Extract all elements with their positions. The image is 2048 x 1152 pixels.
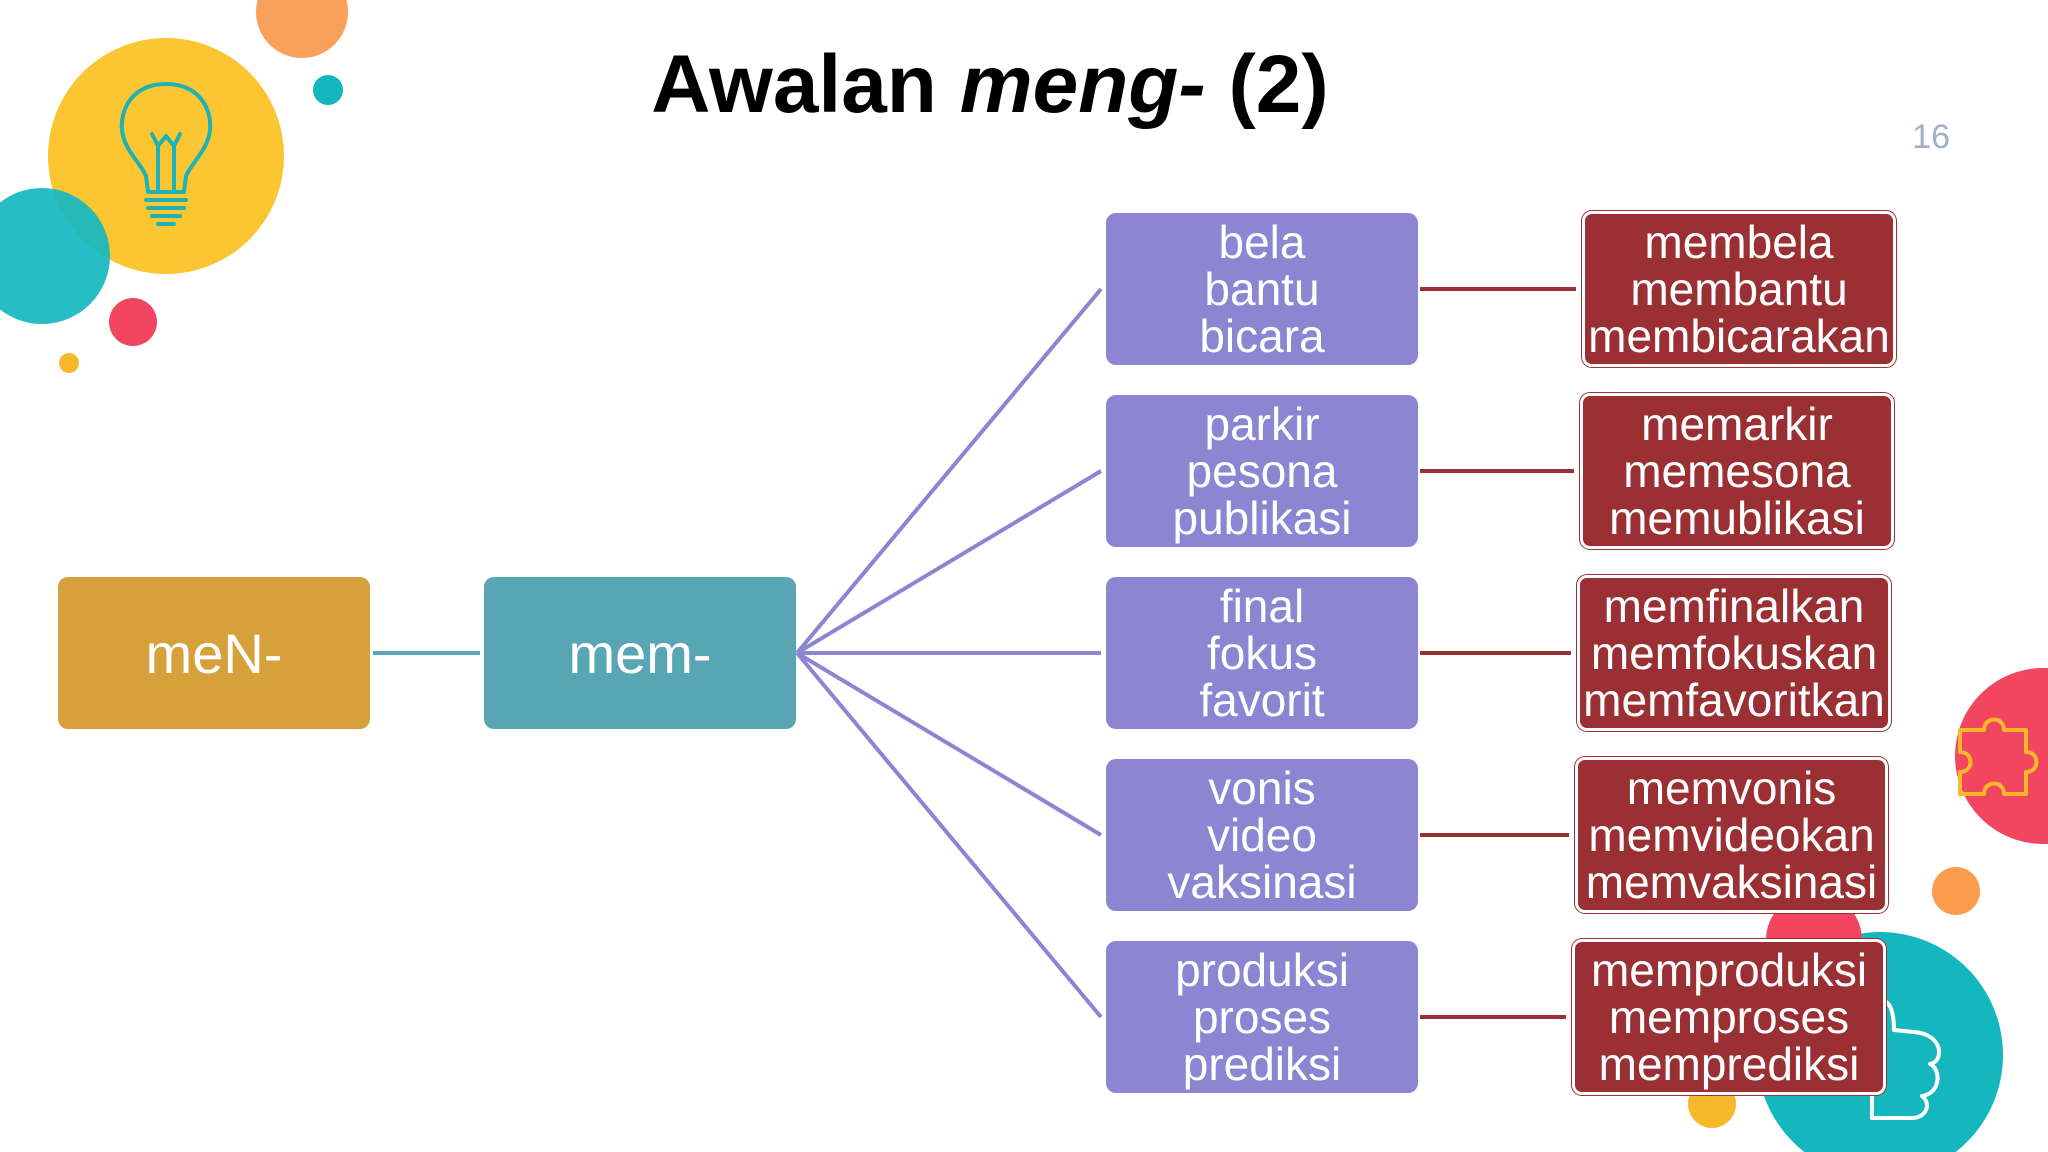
- base-word: fokus: [1207, 626, 1317, 679]
- base-word: bicara: [1199, 309, 1325, 362]
- derived-word: membela: [1644, 215, 1834, 268]
- derived-word: memublikasi: [1609, 491, 1865, 544]
- derived-word: memvideokan: [1588, 808, 1875, 861]
- pink-circle-right: [1955, 668, 2048, 844]
- base-word: produksi: [1175, 943, 1349, 996]
- connector-allomorph-to-base: [795, 651, 1103, 1019]
- derived-word: membicarakan: [1588, 309, 1890, 362]
- derived-word: memproduksi: [1590, 943, 1868, 996]
- base-word: vonis: [1208, 761, 1316, 814]
- base-word: bantu: [1204, 262, 1320, 315]
- base-word: favorit: [1199, 673, 1325, 726]
- base-word: bela: [1218, 215, 1306, 268]
- derived-word: memfavoritkan: [1583, 673, 1885, 726]
- orange-dot-top: [256, 0, 348, 58]
- yellow-circle: [48, 38, 284, 274]
- title-tail: (2): [1205, 39, 1329, 130]
- derived-word: memvaksinasi: [1585, 855, 1878, 908]
- allomorph-box: mem-: [484, 577, 796, 729]
- connector-allomorph-to-base: [795, 287, 1103, 655]
- derived-word: memfinalkan: [1603, 579, 1865, 632]
- teal-circle-left: [0, 188, 110, 324]
- derived-word: memfokuskan: [1590, 626, 1878, 679]
- orange-dot-right: [1932, 867, 1980, 915]
- base-word: parkir: [1204, 397, 1320, 450]
- derived-word: memarkir: [1641, 397, 1833, 450]
- derived-word: memesona: [1623, 444, 1851, 497]
- title-italic: meng-: [959, 39, 1206, 130]
- base-word: publikasi: [1172, 491, 1352, 544]
- derived-word: memvonis: [1626, 761, 1837, 814]
- base-word: vaksinasi: [1167, 855, 1357, 908]
- derived-word: memproses: [1608, 990, 1850, 1043]
- base-word: proses: [1192, 990, 1332, 1043]
- thumbs-up-icon: [1870, 998, 1941, 1120]
- slide-title: Awalan meng- (2): [560, 40, 1420, 130]
- puzzle-icon: [1958, 717, 2039, 796]
- yellow-dot-small: [59, 353, 79, 373]
- base-word: video: [1207, 808, 1317, 861]
- title-plain: Awalan: [651, 39, 960, 130]
- connector-allomorph-to-base: [795, 469, 1103, 655]
- lightbulb-icon: [119, 82, 213, 226]
- pink-dot-left: [109, 298, 157, 346]
- slide-number: 16: [1912, 118, 1950, 156]
- teal-dot-small: [313, 75, 343, 105]
- base-word: pesona: [1186, 444, 1338, 497]
- derived-word: memprediksi: [1598, 1037, 1860, 1090]
- base-word: final: [1219, 579, 1305, 632]
- connector-allomorph-to-base: [795, 651, 1103, 837]
- derived-word: membantu: [1630, 262, 1848, 315]
- root-prefix-box: meN-: [58, 577, 370, 729]
- base-word: prediksi: [1182, 1037, 1342, 1090]
